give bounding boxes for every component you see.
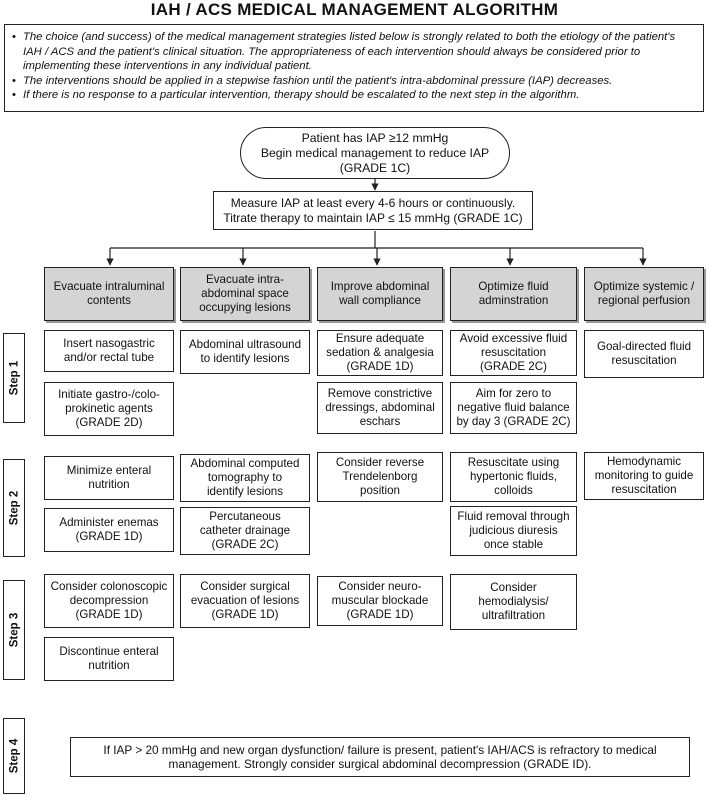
step-label-2: Step 2: [3, 459, 25, 557]
intervention-box: Consider surgical evacuation of lesions …: [180, 574, 310, 628]
intervention-box: Consider neuro- muscular blockade (GRADE…: [317, 576, 443, 626]
column-header-fluid: Optimize fluid adminstration: [450, 267, 577, 321]
intervention-box: Abdominal computed tomography to identif…: [180, 454, 310, 502]
note-item: The choice (and success) of the medical …: [12, 30, 697, 74]
intervention-box: Goal-directed fluid resuscitation: [584, 330, 704, 378]
intervention-box: Abdominal ultrasound to identify lesions: [180, 330, 310, 374]
start-node: Patient has IAP ≥12 mmHg Begin medical m…: [240, 127, 510, 179]
page-title: IAH / ACS MEDICAL MANAGEMENT ALGORITHM: [150, 0, 559, 19]
column-header-intraluminal: Evacuate intraluminal contents: [44, 267, 174, 321]
column-header-wall-compliance: Improve abdominal wall compliance: [317, 267, 443, 321]
intervention-box: Percutaneous catheter drainage (GRADE 2C…: [180, 507, 310, 555]
intervention-box: Remove constrictive dressings, abdominal…: [317, 382, 443, 434]
step-label-1: Step 1: [3, 333, 25, 423]
intervention-box: Fluid removal through judicious diuresis…: [450, 506, 577, 556]
intervention-box: Aim for zero to negative fluid balance b…: [450, 382, 577, 434]
column-header-lesions: Evacuate intra- abdominal space occupyin…: [180, 267, 310, 321]
intervention-box: Minimize enteral nutrition: [44, 456, 174, 500]
intervention-box: Consider reverse Trendelenborg position: [317, 452, 443, 502]
step-label-4: Step 4: [3, 718, 25, 794]
intervention-box: Consider hemodialysis/ ultrafiltration: [450, 574, 577, 630]
intervention-box: Insert nasogastric and/or rectal tube: [44, 330, 174, 372]
intervention-box: Discontinue enteral nutrition: [44, 637, 174, 681]
note-item: If there is no response to a particular …: [12, 88, 697, 103]
intervention-box: Consider colonoscopic decompression (GRA…: [44, 574, 174, 628]
intervention-box: Ensure adequate sedation & analgesia (GR…: [317, 330, 443, 376]
intervention-box: Resuscitate using hypertonic fluids, col…: [450, 452, 577, 502]
step4-decompression-box: If IAP > 20 mmHg and new organ dysfuncti…: [70, 737, 690, 777]
intervention-box: Hemodynamic monitoring to guide resuscit…: [584, 452, 704, 500]
notes-box: The choice (and success) of the medical …: [4, 24, 704, 112]
measure-iap-box: Measure IAP at least every 4-6 hours or …: [213, 191, 533, 230]
note-item: The interventions should be applied in a…: [12, 74, 697, 89]
intervention-box: Avoid excessive fluid resuscitation (GRA…: [450, 330, 577, 376]
intervention-box: Initiate gastro-/colo- prokinetic agents…: [44, 382, 174, 436]
intervention-box: Administer enemas (GRADE 1D): [44, 508, 174, 552]
step-label-3: Step 3: [3, 580, 25, 680]
column-header-perfusion: Optimize systemic / regional perfusion: [584, 267, 704, 321]
